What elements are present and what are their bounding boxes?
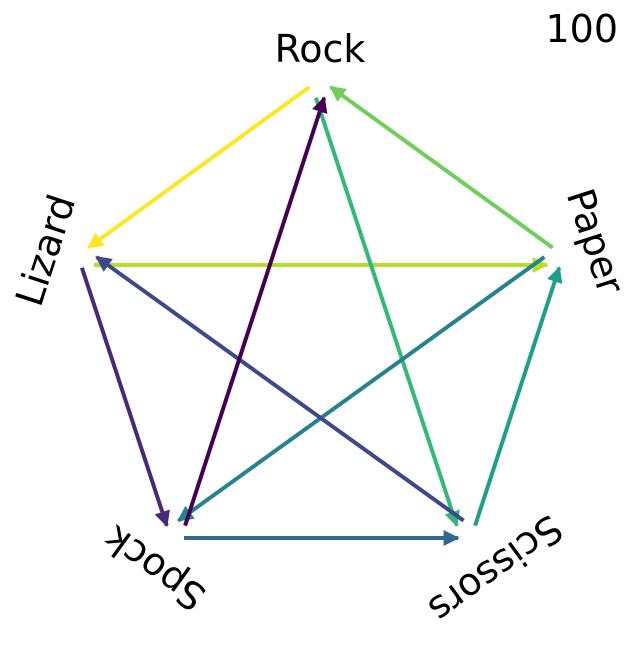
- edge-scissors-to-lizard: [95, 255, 465, 523]
- edges-layer: [80, 85, 563, 546]
- node-label-paper: Paper: [558, 183, 633, 299]
- node-label-spock: Spock: [95, 517, 213, 620]
- node-label-rock: Rock: [275, 27, 366, 71]
- edge-lizard-to-spock: [80, 267, 170, 528]
- node-label-lizard: Lizard: [7, 189, 84, 311]
- edge-rock-to-lizard: [87, 85, 311, 250]
- counter-label: 100: [545, 7, 618, 51]
- edge-paper-to-rock: [329, 85, 554, 250]
- edge-paper-to-spock: [177, 255, 546, 523]
- edge-spock-to-rock: [183, 96, 328, 527]
- node-label-scissors: Scissors: [420, 506, 570, 632]
- edge-scissors-to-paper: [473, 266, 563, 527]
- edge-rock-to-scissors: [314, 97, 460, 528]
